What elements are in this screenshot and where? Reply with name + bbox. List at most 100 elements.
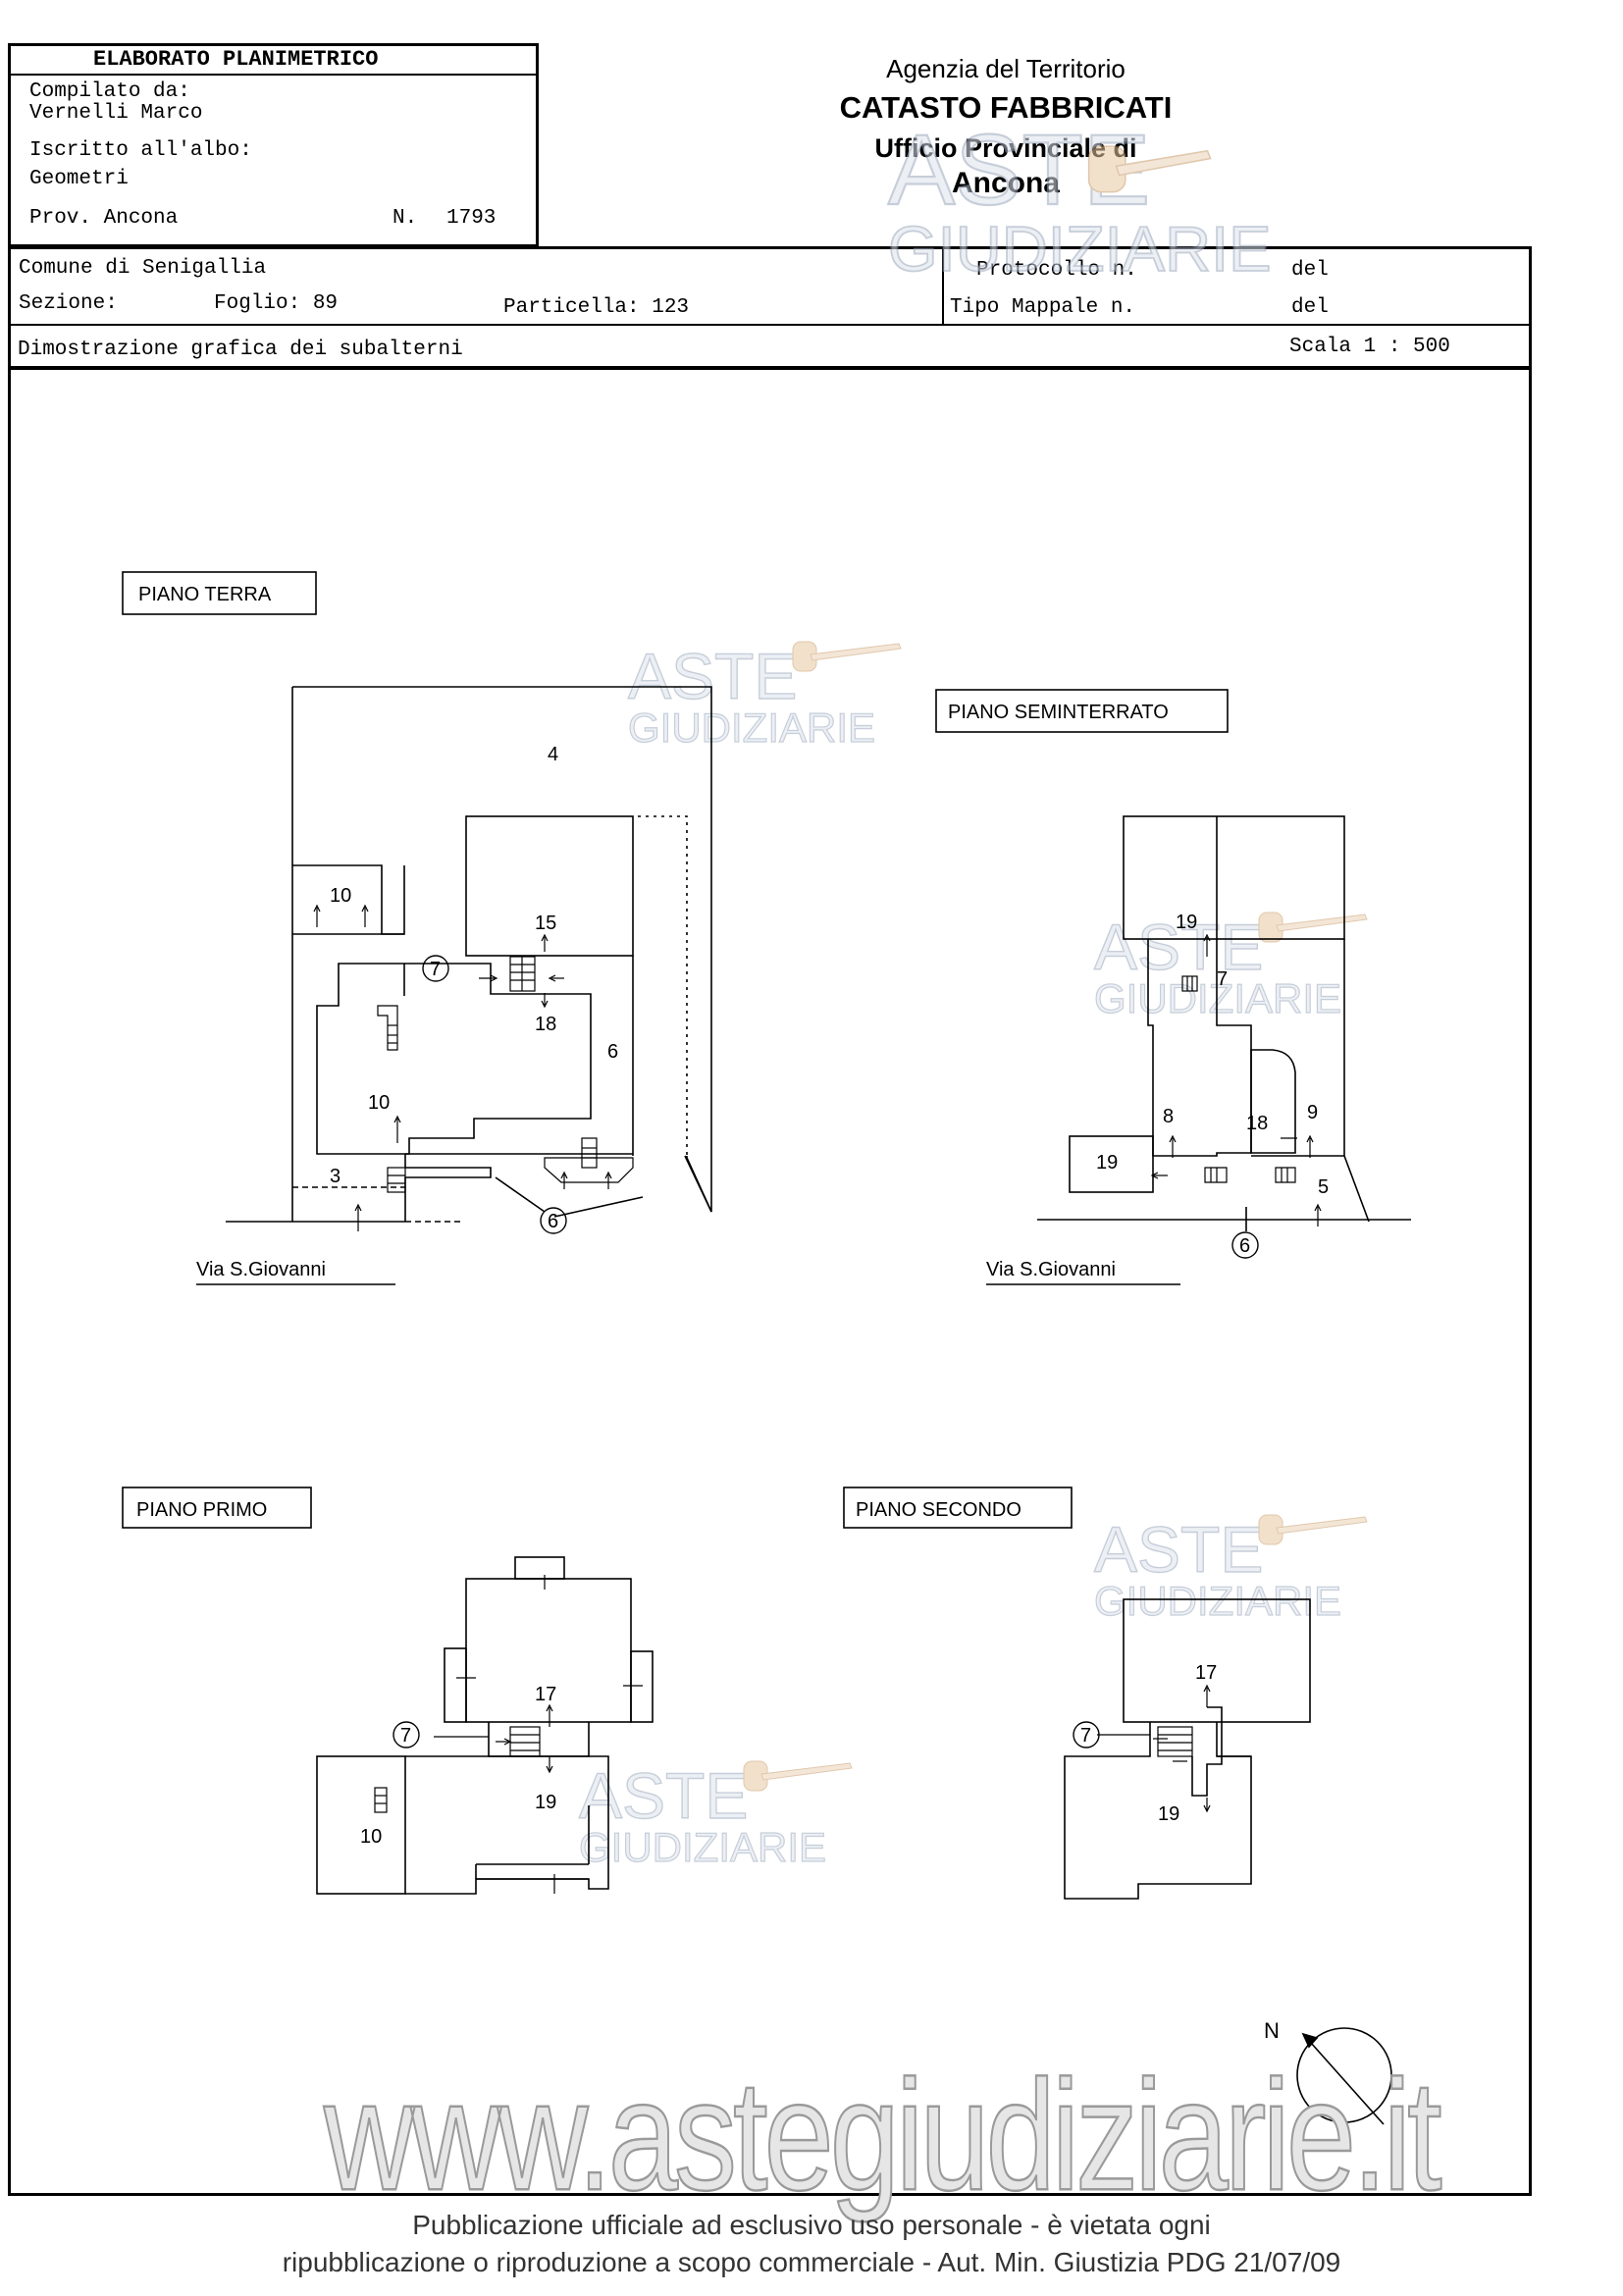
title-divider <box>8 74 539 76</box>
label-19-semi-lower: 19 <box>1096 1152 1118 1174</box>
doc-title: ELABORATO PLANIMETRICO <box>93 47 379 72</box>
wm-giudiziarie-4: GIUDIZIARIE <box>1094 1578 1341 1624</box>
wm-giudiziarie-3: GIUDIZIARIE <box>1094 975 1341 1021</box>
agency-line1: Agenzia del Territorio <box>886 54 1126 83</box>
stair-terra-left <box>377 1005 398 1051</box>
wm-giudiziarie: GIUDIZIARIE <box>888 213 1272 285</box>
footer-line2: ripubblicazione o riproduzione a scopo c… <box>282 2247 1341 2277</box>
wm-giudiziarie-2: GIUDIZIARIE <box>628 704 875 751</box>
label-17-primo: 17 <box>535 1684 556 1705</box>
plan-title-primo: PIANO PRIMO <box>136 1499 267 1521</box>
protocollo-del: del <box>1291 259 1329 282</box>
access-arrows-semi <box>1150 933 1322 1226</box>
plan-primo: PIANO PRIMO <box>122 1487 654 1895</box>
north-circle <box>1296 2027 1392 2123</box>
num-value: 1793 <box>446 207 497 230</box>
compiled-name: Vernelli Marco <box>29 102 203 125</box>
north-label: N <box>1264 2018 1280 2043</box>
drawing-frame <box>8 367 1532 2196</box>
plan-secondo: PIANO SECONDO 17 7 19 <box>843 1487 1311 1900</box>
wm-aste-5: ASTE <box>579 1759 748 1832</box>
label-19-primo: 19 <box>535 1792 556 1813</box>
tipo-del: del <box>1291 296 1329 319</box>
info-vertical-divider <box>942 246 944 325</box>
label-6-bottom-terra: 6 <box>548 1211 558 1232</box>
wm-aste-2: ASTE <box>628 640 797 712</box>
circle-7-secondo <box>1073 1721 1100 1748</box>
dimostrazione: Dimostrazione grafica dei subalterni <box>18 339 463 361</box>
label-6-semi: 6 <box>1239 1235 1250 1257</box>
label-8-semi: 8 <box>1163 1106 1174 1127</box>
label-18-terra: 18 <box>535 1014 556 1035</box>
unit-17-secondo <box>1123 1598 1311 1723</box>
watermark-logo-terra: ASTE GIUDIZIARIE <box>627 639 902 752</box>
label-10-primo: 10 <box>360 1826 382 1848</box>
unit-19-semi-upper <box>1123 815 1345 940</box>
prov-label: Prov. Ancona <box>29 207 179 230</box>
north-arrow: N <box>1264 2018 1392 2125</box>
unit-10-primo <box>316 1755 406 1895</box>
stair-semi <box>1181 975 1296 1183</box>
unit-15-terra <box>465 815 634 957</box>
circle-7-primo <box>393 1721 420 1748</box>
label-18-semi: 18 <box>1246 1113 1268 1134</box>
stair-primo <box>374 1726 541 1813</box>
circle-6-semi <box>1231 1231 1259 1259</box>
title-block <box>8 43 539 247</box>
label-19-semi-upper: 19 <box>1176 912 1197 933</box>
watermark-logo-secondo: ASTE GIUDIZIARIE <box>1093 1512 1368 1625</box>
label-box-terra <box>122 571 317 615</box>
label-5-semi: 5 <box>1318 1176 1329 1198</box>
label-box-secondo <box>843 1487 1073 1529</box>
label-10-terra: 10 <box>368 1092 390 1114</box>
main-building-terra <box>316 963 592 1155</box>
street-terra: Via S.Giovanni <box>196 1259 326 1280</box>
watermark-logo-semi: ASTE GIUDIZIARIE <box>1093 910 1368 1022</box>
unit-19-primo <box>405 1755 609 1895</box>
watermark-logo-header: ASTE GIUDIZIARIE <box>887 112 1273 286</box>
label-15-terra: 15 <box>535 913 556 934</box>
label-box-semi <box>935 689 1229 733</box>
plan-seminterrato: PIANO SEMINTERRATO <box>935 689 1411 1285</box>
lot-outline-terra <box>292 686 712 1213</box>
info-divider <box>8 324 1532 326</box>
sezione: Sezione: <box>19 292 118 315</box>
label-19-secondo: 19 <box>1158 1803 1179 1825</box>
circle-6-terra <box>540 1207 567 1234</box>
plan-title-semi: PIANO SEMINTERRATO <box>948 702 1169 723</box>
label-7-terra: 7 <box>430 959 441 980</box>
foglio: Foglio: 89 <box>214 292 339 315</box>
watermark-url: www.astegiudiziarie.it <box>323 2047 1443 2224</box>
label-4-terra: 4 <box>548 744 558 765</box>
label-3-terra: 3 <box>330 1166 340 1187</box>
stair-terra-bottom <box>387 1167 406 1193</box>
stair-secondo <box>1157 1726 1193 1757</box>
compiled-label: Compilato da: <box>29 80 190 103</box>
access-arrows-terra <box>313 904 612 1231</box>
stair-terra-center <box>509 956 536 992</box>
albo-label: Iscritto all'albo: <box>29 139 252 162</box>
particella: Particella: 123 <box>503 296 690 319</box>
protocollo: Protocollo n. <box>976 259 1137 282</box>
street-semi: Via S.Giovanni <box>986 1259 1116 1280</box>
scala: Scala 1 : 500 <box>1289 336 1450 358</box>
tipo-mappale: Tipo Mappale n. <box>950 296 1136 319</box>
agency-line4: Ancona <box>951 167 1060 199</box>
label-6-right-terra: 6 <box>607 1041 618 1063</box>
num-label: N. <box>393 207 418 230</box>
comune: Comune di Senigallia <box>19 257 267 280</box>
unit-19-semi-lower <box>1069 1135 1154 1193</box>
plan-title-terra: PIANO TERRA <box>138 584 272 605</box>
label-7-semi: 7 <box>1217 968 1228 990</box>
plan-terra: PIANO TERRA <box>122 571 712 1285</box>
stair-terra-entry <box>544 1137 634 1183</box>
label-9-semi: 9 <box>1307 1102 1318 1123</box>
label-7-primo: 7 <box>400 1725 411 1747</box>
footer-line1: Pubblicazione ufficiale ad esclusivo uso… <box>412 2210 1211 2240</box>
label-box-primo <box>122 1487 312 1529</box>
label-7-secondo: 7 <box>1080 1725 1091 1747</box>
wm-aste-3: ASTE <box>1094 911 1263 983</box>
circle-7-terra <box>422 955 449 982</box>
